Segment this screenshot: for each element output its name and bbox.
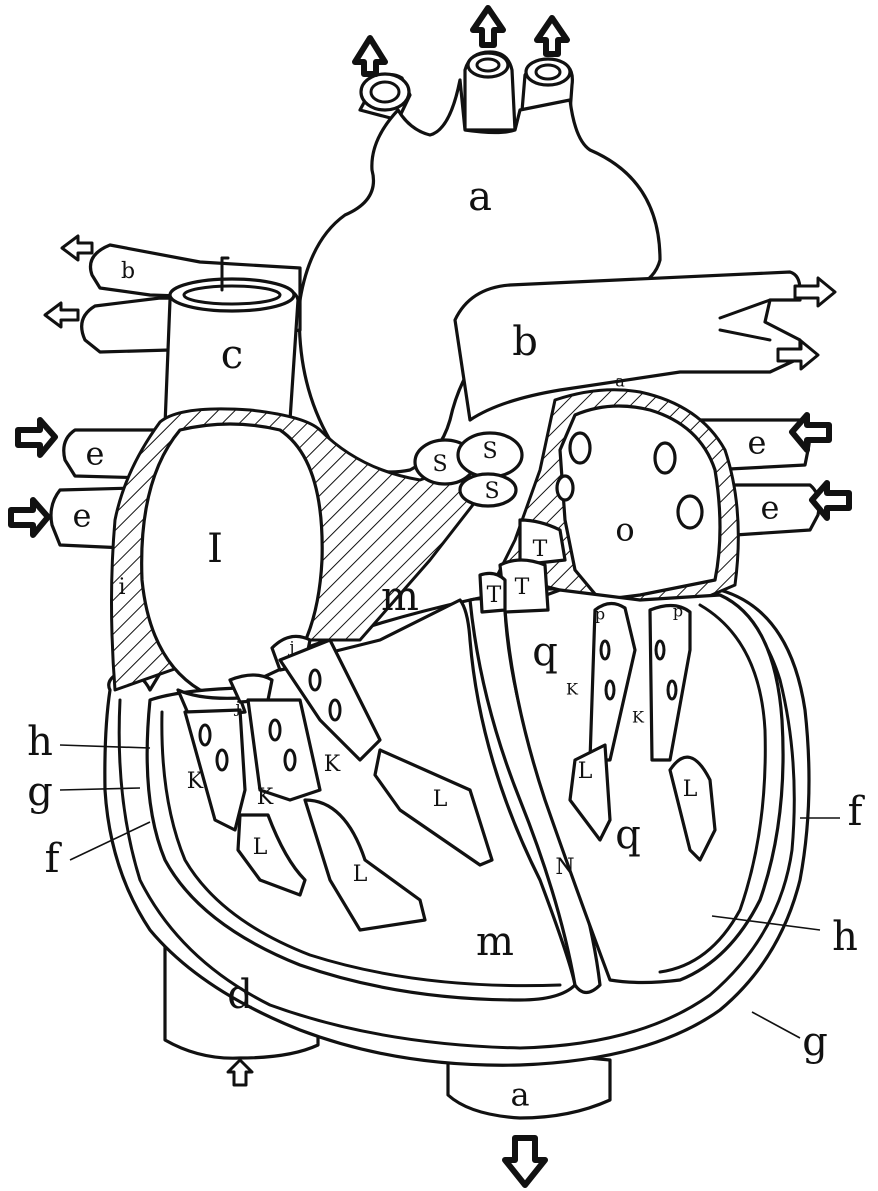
label-I: I	[207, 526, 223, 572]
label-S-3: S	[484, 479, 499, 504]
arrow-right-icon	[18, 420, 55, 455]
label-f-right: f	[848, 789, 866, 835]
label-L-3: L	[433, 787, 448, 812]
label-q-upper: q	[532, 629, 558, 675]
label-b-pulmonary: b	[512, 319, 538, 365]
label-T-3: T	[487, 583, 502, 608]
label-S-1: S	[432, 452, 447, 477]
arrow-right-icon	[795, 278, 835, 306]
label-K-3: K	[324, 752, 341, 777]
label-c: c	[221, 332, 243, 378]
label-p-2: p	[673, 602, 683, 621]
label-g-left: g	[27, 769, 53, 815]
label-e-4: e	[761, 489, 780, 527]
label-q-lower: q	[615, 812, 641, 858]
label-T-2: T	[515, 575, 530, 600]
label-j-2: j	[288, 638, 295, 657]
label-K-4: K	[566, 680, 579, 699]
label-h-left: h	[27, 719, 53, 765]
label-K-1: K	[187, 769, 204, 794]
arrow-down-icon	[505, 1138, 545, 1185]
label-b-left: b	[121, 259, 135, 284]
arrow-up-icon	[473, 8, 503, 45]
label-m-upper: m	[381, 574, 419, 620]
label-L-5: L	[683, 777, 698, 802]
label-a-descending: a	[510, 1076, 529, 1114]
label-j-1: j	[234, 698, 241, 717]
label-e-1: e	[86, 435, 105, 473]
label-p-1: p	[595, 605, 605, 624]
label-a-aorta: a	[468, 174, 492, 220]
label-m-lower: m	[476, 919, 514, 965]
label-K-2: K	[257, 785, 274, 810]
arrow-left-icon	[45, 303, 78, 327]
label-o: o	[615, 511, 634, 549]
arrow-up-icon	[228, 1060, 252, 1085]
label-L-4: L	[578, 759, 593, 784]
label-i: i	[118, 575, 125, 600]
label-h-right: h	[832, 914, 858, 960]
label-e-3: e	[748, 424, 767, 462]
label-L-2: L	[353, 862, 368, 887]
label-K-5: K	[632, 708, 645, 727]
arrow-right-icon	[11, 500, 48, 535]
label-T-1: T	[533, 537, 548, 562]
arrow-up-icon	[537, 18, 567, 54]
arrow-up-icon	[355, 38, 385, 74]
label-N: N	[555, 855, 574, 880]
arrow-left-icon	[62, 236, 92, 260]
label-e-2: e	[73, 497, 92, 535]
label-f-left: f	[45, 836, 63, 882]
label-d: d	[227, 972, 253, 1018]
label-S-2: S	[482, 439, 497, 464]
label-L-1: L	[253, 835, 268, 860]
label-a-small: a	[615, 372, 625, 391]
label-g-right: g	[802, 1019, 828, 1065]
